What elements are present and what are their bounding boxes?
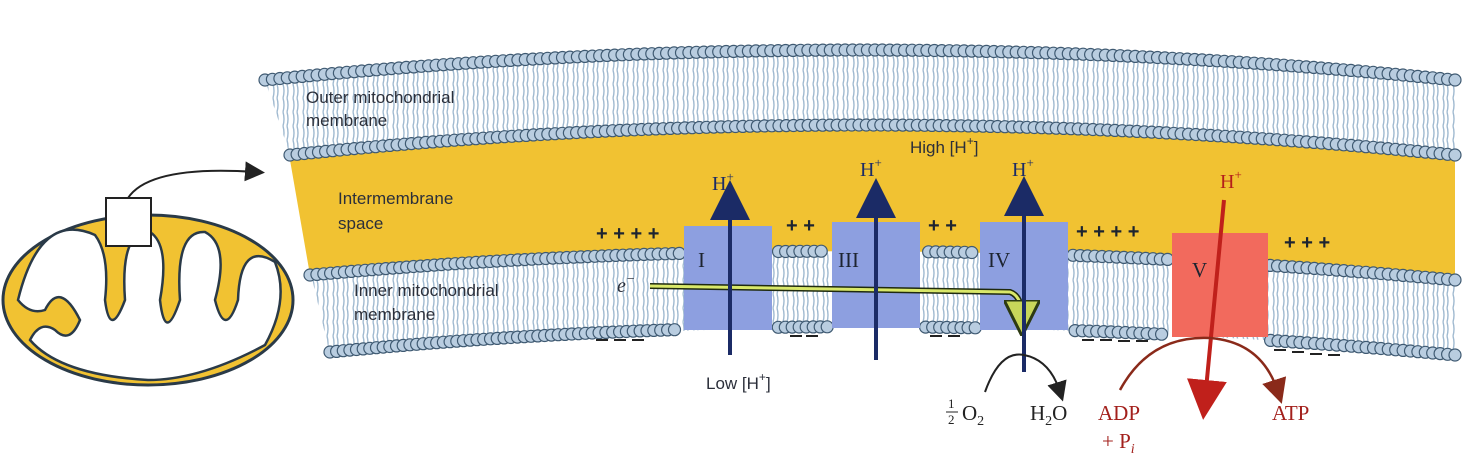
lipid-head: [667, 323, 682, 337]
intermembrane-label-1: Intermembrane: [338, 189, 453, 208]
inner-membrane-label-2: membrane: [354, 305, 435, 324]
svg-text:O2: O2: [962, 401, 984, 429]
intermembrane-label-2: space: [338, 214, 383, 233]
half-num: 1: [948, 396, 955, 411]
oxygen-water-arrow: [984, 353, 1067, 402]
lipid-head: [814, 244, 828, 258]
svg-text:High [H+]: High [H+]: [910, 134, 978, 157]
high-h-sup: +: [967, 134, 974, 148]
electron-label: e−: [617, 272, 635, 297]
outer-membrane-label-1: Outer mitochondrial: [306, 88, 454, 107]
lipid-head: [672, 246, 686, 260]
electron-sup: −: [626, 272, 635, 287]
plus-charges-5: + + +: [1284, 232, 1330, 254]
inner-membrane-label-1: Inner mitochondrial: [354, 281, 499, 300]
lipid-head: [1448, 348, 1462, 362]
plus-charges-3: + +: [928, 215, 957, 237]
pi-label: + Pi: [1102, 429, 1135, 457]
h-plus-label-IV: H+: [1012, 155, 1034, 181]
complex-IV-label: IV: [988, 248, 1010, 272]
half-den: 2: [948, 412, 955, 427]
water-label: H2O: [1030, 401, 1067, 429]
membrane-lipid-heads: [258, 43, 1462, 362]
lipid-head: [968, 321, 982, 335]
lipid-head: [1448, 148, 1462, 162]
lipid-head: [1448, 273, 1462, 287]
mitochondrion-icon: [1, 161, 295, 387]
outer-membrane-label-2: membrane: [306, 111, 387, 130]
complex-III-label: III: [838, 248, 859, 272]
atp-label: ATP: [1272, 401, 1309, 425]
low-h-text: Low [H: [706, 374, 759, 393]
high-proton-label: High [H+]: [910, 134, 978, 157]
atp-synthesis-arrow: [1118, 336, 1287, 404]
lipid-head: [820, 320, 834, 334]
h-plus-label-V: H+: [1220, 167, 1242, 193]
plus-charges-1: + + + +: [596, 223, 659, 245]
adp-label: ADP: [1098, 401, 1140, 425]
proton-arrow-V: [1186, 199, 1227, 420]
low-proton-label: Low [H+]: [706, 370, 771, 393]
complex-V-label: V: [1192, 258, 1207, 282]
h-plus-label-I: H+: [712, 169, 734, 195]
plus-charges-4: + + + +: [1076, 221, 1139, 243]
lipid-head: [1448, 73, 1462, 87]
high-h-text: High [H: [910, 138, 967, 157]
lipid-head: [965, 245, 979, 260]
lipid-head: [1154, 327, 1169, 341]
plus-charges-2: + +: [786, 215, 815, 237]
h-plus-label-III: H+: [860, 155, 882, 181]
minus-charges: [596, 335, 1340, 356]
electron-e: e: [617, 275, 626, 297]
half-o2-label: 1 2 O2: [946, 396, 984, 429]
complex-I-label: I: [698, 248, 705, 272]
lipid-head: [1160, 252, 1175, 266]
